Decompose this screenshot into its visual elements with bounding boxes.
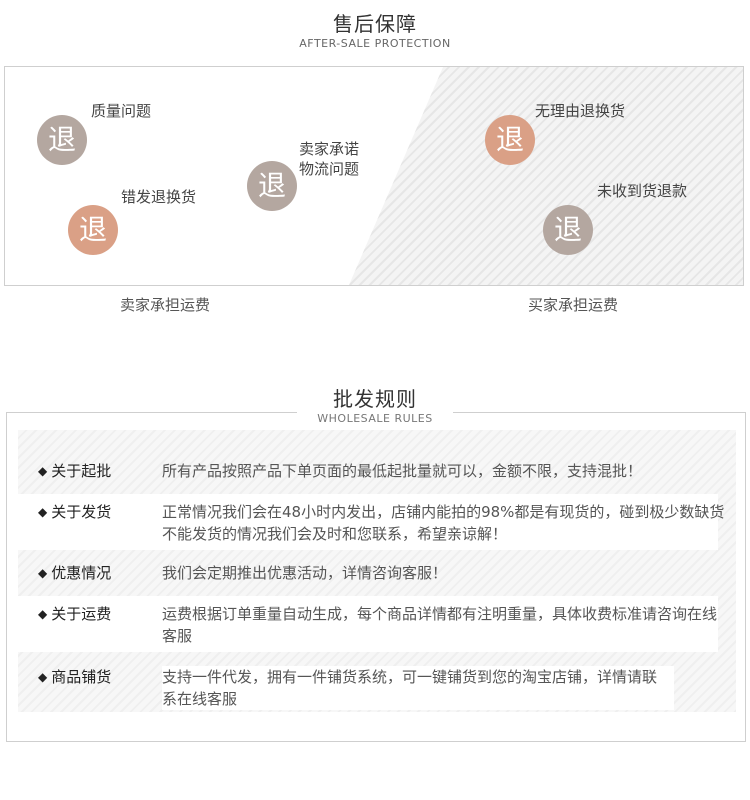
diamond-bullet-icon: ◆ (38, 566, 48, 580)
wholesale-subtitle-backdrop (297, 409, 453, 429)
diamond-bullet-icon: ◆ (38, 670, 48, 684)
return-icon-no-reason: 退 (485, 115, 535, 165)
rule-text-freight: 运费根据订单重量自动生成，每个商品详情都有注明重量，具体收费标准请咨询在线客服 (162, 605, 718, 645)
not-received-refund-label: 未收到货退款 (597, 182, 688, 200)
return-icon-wrong-item: 退 (68, 205, 118, 255)
buyer-side-striped-area (349, 67, 743, 285)
wholesale-title: 批发规则 (333, 387, 417, 411)
diamond-bullet-icon: ◆ (38, 464, 48, 478)
rule-label-shipping-time: ◆关于发货 (38, 501, 111, 522)
seller-pays-shipping-label: 卖家承担运费 (120, 296, 211, 314)
rule-label-text: 关于发货 (51, 503, 112, 521)
return-icon-logistics: 退 (247, 161, 297, 211)
rule-row-discounts: ◆优惠情况 我们会定期推出优惠活动，详情咨询客服！ (18, 558, 718, 590)
rule-label-discounts: ◆优惠情况 (38, 562, 111, 583)
wrong-item-label: 错发退换货 (121, 188, 197, 206)
rule-row-freight: ◆关于运费 运费根据订单重量自动生成，每个商品详情都有注明重量，具体收费标准请咨… (18, 596, 718, 652)
rule-row-shipping-time: ◆关于发货 正常情况我们会在48小时内发出，店铺内能拍的98%都是有现货的，碰到… (18, 494, 724, 550)
wholesale-subtitle: WHOLESALE RULES (317, 412, 433, 425)
seller-promise-label-line1: 卖家承诺 (299, 140, 360, 158)
buyer-pays-shipping-label: 买家承担运费 (528, 296, 619, 314)
rule-text-min-order: 所有产品按照产品下单页面的最低起批量就可以，金额不限，支持混批！ (162, 462, 643, 480)
after-sale-subtitle: AFTER-SALE PROTECTION (299, 37, 451, 50)
rule-text-discounts: 我们会定期推出优惠活动，详情咨询客服！ (162, 564, 448, 582)
after-sale-title: 售后保障 (333, 12, 417, 36)
quality-issue-label: 质量问题 (91, 102, 152, 120)
rule-label-text: 关于运费 (51, 605, 112, 623)
return-icon-quality: 退 (37, 115, 87, 165)
rule-text-dropship: 支持一件代发，拥有一件铺货系统，可一键铺货到您的淘宝店铺，详情请联系在线客服 (162, 666, 674, 710)
return-icon-not-received: 退 (543, 205, 593, 255)
after-sale-panel: 质量问题 退 错发退换货 退 卖家承诺 物流问题 退 无理由退换货 退 未收到货… (4, 66, 744, 286)
no-reason-return-label: 无理由退换货 (535, 102, 626, 120)
rule-label-text: 优惠情况 (51, 564, 112, 582)
diamond-bullet-icon: ◆ (38, 607, 48, 621)
seller-promise-label-line2: 物流问题 (299, 160, 360, 178)
rule-row-min-order: ◆关于起批 所有产品按照产品下单页面的最低起批量就可以，金额不限，支持混批！ (18, 456, 718, 488)
rule-label-text: 商品铺货 (51, 668, 112, 686)
rule-row-dropship: ◆商品铺货 支持一件代发，拥有一件铺货系统，可一键铺货到您的淘宝店铺，详情请联系… (18, 662, 718, 712)
diamond-bullet-icon: ◆ (38, 505, 48, 519)
rule-label-text: 关于起批 (51, 462, 112, 480)
rule-label-freight: ◆关于运费 (38, 603, 111, 624)
rule-text-shipping-time: 正常情况我们会在48小时内发出，店铺内能拍的98%都是有现货的，碰到极少数缺货不… (162, 503, 725, 543)
wholesale-rules-list (18, 430, 736, 712)
rule-label-dropship: ◆商品铺货 (38, 666, 111, 687)
rule-label-min-order: ◆关于起批 (38, 460, 111, 481)
